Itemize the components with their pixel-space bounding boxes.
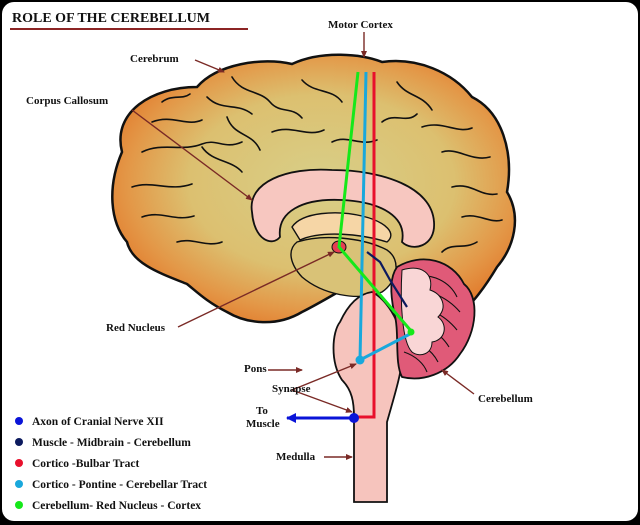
label-medulla: Medulla bbox=[276, 451, 316, 463]
label-arrows bbox=[131, 32, 475, 460]
muscle-midbrain-cerebellum-tract bbox=[366, 251, 408, 308]
label-muscle: Muscle bbox=[246, 418, 280, 430]
legend-label-red-nucleus-cortex: Cerebellum- Red Nucleus - Cortex bbox=[32, 500, 201, 512]
legend-label-corticopontine: Cortico - Pontine - Cerebellar Tract bbox=[32, 479, 207, 491]
legend-dot-red-nucleus-cortex bbox=[15, 501, 23, 509]
label-to: To bbox=[256, 405, 268, 417]
label-pons: Pons bbox=[244, 363, 267, 375]
legend: Axon of Cranial Nerve XII Muscle - Midbr… bbox=[15, 416, 207, 512]
cerebral-gyri bbox=[131, 76, 503, 253]
label-synapse: Synapse bbox=[272, 383, 311, 395]
synapse-cerebellum-dot bbox=[407, 328, 415, 336]
label-motor-cortex: Motor Cortex bbox=[328, 19, 393, 31]
legend-dot-midbrain bbox=[15, 438, 23, 446]
label-cerebellum: Cerebellum bbox=[478, 393, 533, 405]
legend-dot-corticobulbar bbox=[15, 459, 23, 467]
legend-label-cranial-nerve: Axon of Cranial Nerve XII bbox=[32, 416, 164, 428]
synapse-medulla-dot bbox=[349, 413, 359, 423]
label-cerebrum: Cerebrum bbox=[130, 53, 179, 65]
label-red-nucleus: Red Nucleus bbox=[106, 322, 166, 334]
legend-label-corticobulbar: Cortico -Bulbar Tract bbox=[32, 458, 139, 470]
diagram-title: ROLE OF THE CEREBELLUM bbox=[12, 11, 210, 26]
corpus-callosum bbox=[250, 168, 435, 248]
synapse-pons-dot bbox=[355, 355, 365, 365]
legend-dot-corticopontine bbox=[15, 480, 23, 488]
brainstem bbox=[332, 291, 404, 503]
label-corpus-callosum: Corpus Callosum bbox=[26, 95, 108, 107]
cortico-bulbar-tract bbox=[358, 72, 376, 419]
legend-dot-cranial-nerve bbox=[15, 417, 23, 425]
cerebellum-red-nucleus-cortex-tract bbox=[337, 71, 414, 333]
legend-label-midbrain: Muscle - Midbrain - Cerebellum bbox=[32, 437, 191, 449]
